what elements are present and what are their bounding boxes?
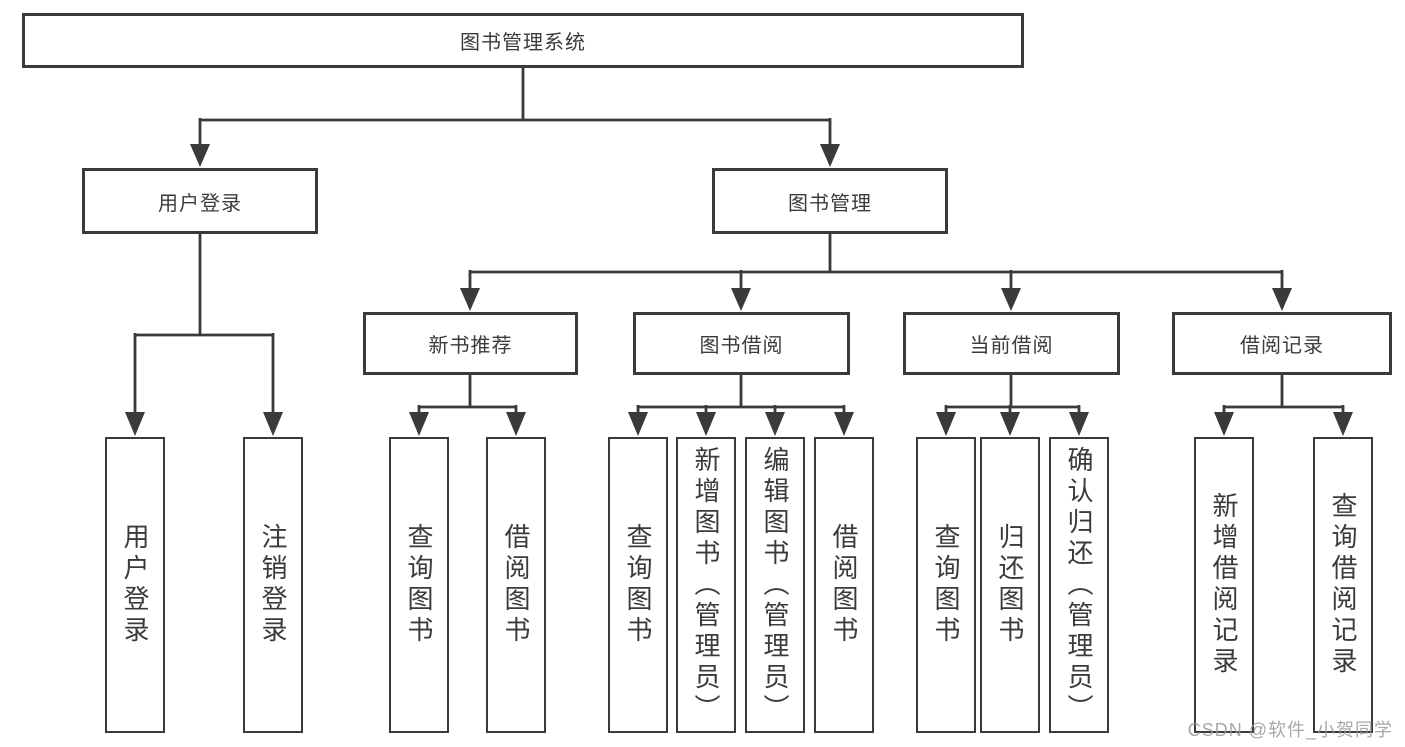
leaf-logout-label: 注销登录 [258,523,288,647]
node-user-login: 用户登录 [82,168,318,234]
leaf-return-book: 归还图书 [980,437,1040,733]
node-new-book-recommend-label: 新书推荐 [428,335,513,357]
leaf-edit-book-admin-label: 编辑图书（管理员） [760,445,790,725]
leaf-search-borrow-record-label: 查询借阅记录 [1328,492,1358,678]
leaf-edit-book-admin: 编辑图书（管理员） [745,437,805,733]
node-root: 图书管理系统 [22,13,1024,68]
leaf-borrow-book-recommend: 借阅图书 [486,437,546,733]
leaf-borrow-book-label: 借阅图书 [829,523,859,647]
leaf-search-book-recommend-label: 查询图书 [404,523,434,647]
branch-book-management [460,234,1292,311]
leaf-borrow-book: 借阅图书 [814,437,874,733]
branch-root [190,68,840,167]
leaf-add-borrow-record-label: 新增借阅记录 [1209,492,1239,678]
leaf-user-login-label: 用户登录 [120,523,150,647]
branch-user-login [125,234,283,436]
node-root-label: 图书管理系统 [460,32,586,54]
branch-borrow-record [1214,375,1353,436]
leaf-confirm-return-admin-label: 确认归还（管理员） [1064,445,1094,725]
leaf-search-book-recommend: 查询图书 [389,437,449,733]
node-user-login-label: 用户登录 [158,192,242,215]
leaf-search-book-current: 查询图书 [916,437,976,733]
node-current-borrow: 当前借阅 [903,312,1120,375]
node-current-borrow-label: 当前借阅 [969,335,1054,357]
leaf-add-book-admin: 新增图书（管理员） [676,437,736,733]
leaf-search-book-current-label: 查询图书 [931,523,961,647]
node-new-book-recommend: 新书推荐 [363,312,578,375]
node-borrow-record: 借阅记录 [1172,312,1392,375]
branch-current-borrow [936,375,1089,436]
leaf-search-book-borrow-label: 查询图书 [623,523,653,647]
leaf-search-book-borrow: 查询图书 [608,437,668,733]
node-book-borrow-label: 图书借阅 [699,335,784,357]
leaf-add-borrow-record: 新增借阅记录 [1194,437,1254,733]
leaf-user-login: 用户登录 [105,437,165,733]
leaf-logout: 注销登录 [243,437,303,733]
node-book-management: 图书管理 [712,168,948,234]
leaf-confirm-return-admin: 确认归还（管理员） [1049,437,1109,733]
branch-new-book [409,375,526,436]
node-book-borrow: 图书借阅 [633,312,850,375]
leaf-borrow-book-recommend-label: 借阅图书 [501,523,531,647]
node-borrow-record-label: 借阅记录 [1240,335,1324,357]
leaf-add-book-admin-label: 新增图书（管理员） [691,445,721,725]
branch-book-borrow [628,375,854,436]
node-book-management-label: 图书管理 [788,192,872,215]
leaf-search-borrow-record: 查询借阅记录 [1313,437,1373,733]
leaf-return-book-label: 归还图书 [995,523,1025,647]
